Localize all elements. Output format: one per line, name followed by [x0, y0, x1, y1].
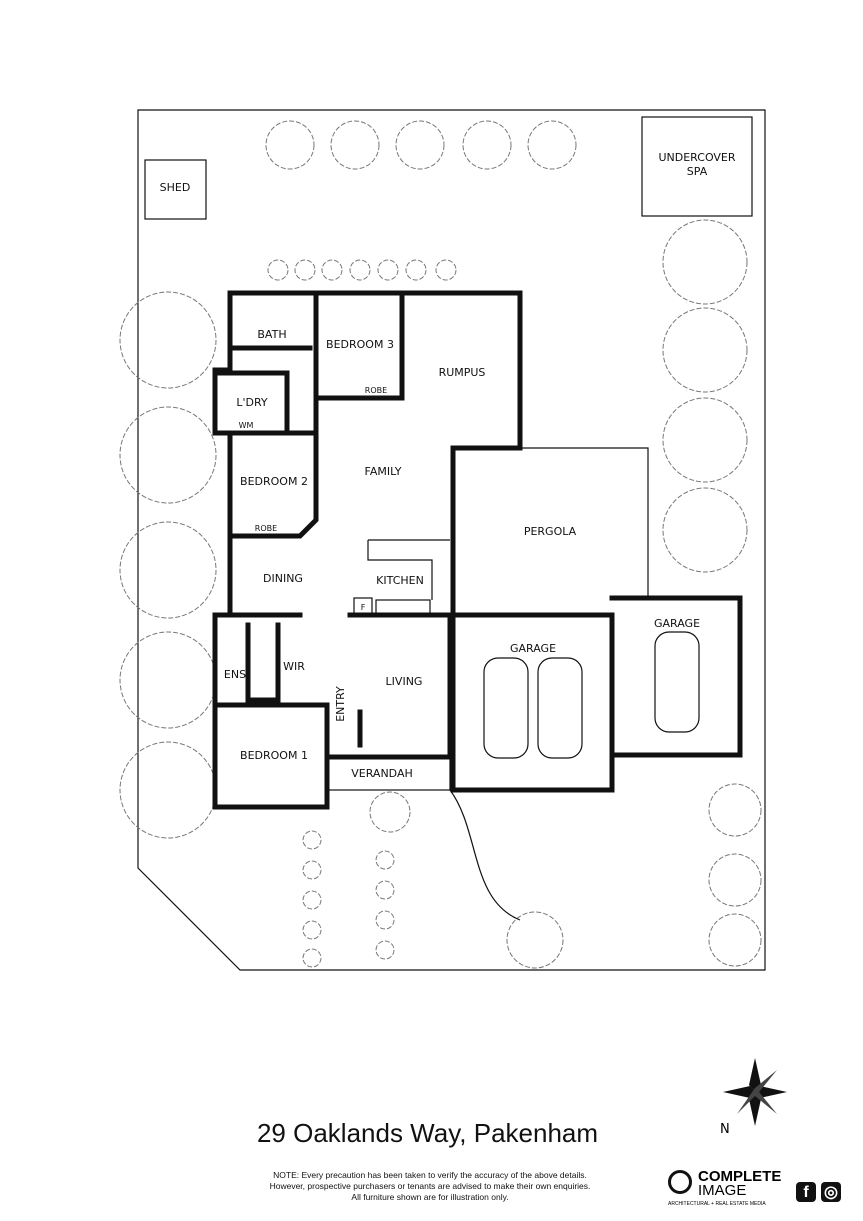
trees [119, 120, 762, 969]
label-living: LIVING [386, 675, 423, 688]
label-spa-2: SPA [687, 165, 708, 178]
brand-line2: IMAGE [698, 1182, 747, 1199]
instagram-icon[interactable]: ◎ [821, 1182, 841, 1202]
label-shed: SHED [160, 181, 191, 194]
label-wm: WM [239, 421, 254, 430]
label-rumpus: RUMPUS [439, 366, 486, 379]
brand-tagline: ARCHITECTURAL + REAL ESTATE MEDIA [668, 1201, 766, 1207]
label-fridge: F [361, 603, 366, 612]
label-kitchen: KITCHEN [376, 574, 424, 587]
label-robe2: ROBE [255, 524, 277, 533]
label-entry: ENTRY [334, 686, 347, 722]
kitchen-bench [353, 539, 450, 615]
logo-icon [668, 1170, 692, 1194]
facebook-icon[interactable]: f [796, 1182, 816, 1202]
lot-boundary [137, 109, 766, 971]
house-walls [212, 290, 743, 810]
disclaimer-note: NOTE: Every precaution has been taken to… [230, 1170, 630, 1203]
label-family: FAMILY [365, 465, 402, 478]
label-garage2: GARAGE [654, 617, 700, 630]
label-laundry: L'DRY [236, 396, 268, 409]
label-wir: WIR [283, 660, 305, 673]
note-line: NOTE: Every precaution has been taken to… [273, 1170, 587, 1180]
driveway [449, 789, 521, 921]
cars [483, 631, 700, 759]
label-garage1: GARAGE [510, 642, 556, 655]
note-line: However, prospective purchasers or tenan… [269, 1181, 591, 1191]
undercover-spa [641, 116, 753, 217]
note-line: All furniture shown are for illustration… [351, 1192, 509, 1202]
label-pergola: PERGOLA [524, 525, 577, 538]
label-verandah: VERANDAH [351, 767, 413, 780]
label-bedroom2: BEDROOM 2 [240, 475, 308, 488]
pergola [453, 447, 649, 598]
property-address: 29 Oaklands Way, Pakenham [256, 1118, 599, 1148]
compass-icon [723, 1058, 787, 1126]
label-bath: BATH [257, 328, 286, 341]
label-robe3: ROBE [365, 386, 387, 395]
label-dining: DINING [263, 572, 303, 585]
compass-label: N [720, 1122, 730, 1137]
shed [144, 159, 207, 220]
label-bedroom3: BEDROOM 3 [326, 338, 394, 351]
label-spa-1: UNDERCOVER [658, 151, 735, 164]
label-bedroom1: BEDROOM 1 [240, 749, 308, 762]
label-ens: ENS [224, 668, 246, 681]
brand-line1: COMPLETE [698, 1168, 782, 1185]
